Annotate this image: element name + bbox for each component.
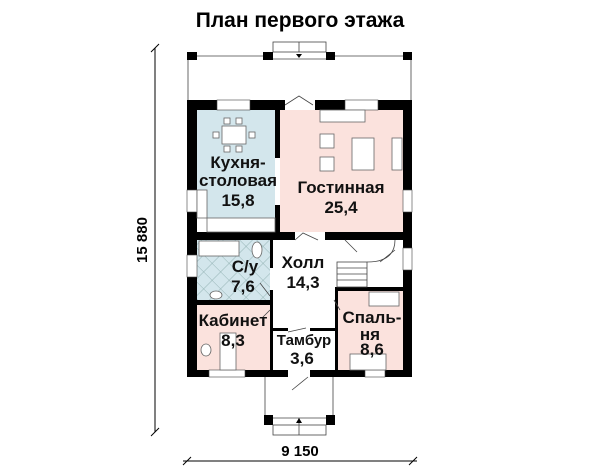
living-floor (280, 110, 403, 232)
room-name: Холл (282, 253, 325, 272)
room-name-2: ня (360, 325, 380, 344)
room-vestibule: Тамбур 3,6 (277, 332, 331, 368)
room-area: 8,3 (221, 331, 245, 350)
room-area: 7,6 (231, 277, 255, 296)
room-name: Тамбур (277, 332, 331, 349)
width-label: 9 150 (281, 443, 319, 460)
room-bathroom: С/у 7,6 (231, 257, 259, 296)
room-bedroom: Спаль- ня 8,6 (343, 308, 402, 359)
room-name: Гостинная (297, 178, 384, 197)
room-name: Кабинет (199, 311, 268, 330)
room-area: 25,4 (324, 198, 358, 217)
room-hall: Холл 14,3 (282, 253, 325, 292)
room-name-2: столовая (199, 171, 277, 190)
room-name: С/у (232, 257, 259, 276)
room-living: Гостинная 25,4 (297, 178, 384, 217)
furniture (196, 109, 403, 371)
doors (259, 95, 341, 391)
room-kitchen: Кухня- столовая 15,8 (199, 153, 277, 210)
room-area: 14,3 (286, 273, 319, 292)
height-dimension: 15 880 (134, 43, 160, 437)
entrance-porch (264, 377, 335, 436)
room-office: Кабинет 8,3 (199, 311, 268, 350)
room-area: 3,6 (290, 349, 314, 368)
room-name: Спаль- (343, 308, 402, 327)
plan-title: План первого этажа (196, 9, 405, 32)
stairs (336, 239, 396, 288)
room-area: 8,6 (360, 340, 384, 359)
room-area: 15,8 (221, 191, 254, 210)
height-label: 15 880 (134, 217, 151, 263)
room-name: Кухня- (210, 153, 265, 172)
walls (187, 100, 412, 377)
top-porch (187, 41, 412, 100)
width-dimension: 9 150 (182, 443, 418, 466)
